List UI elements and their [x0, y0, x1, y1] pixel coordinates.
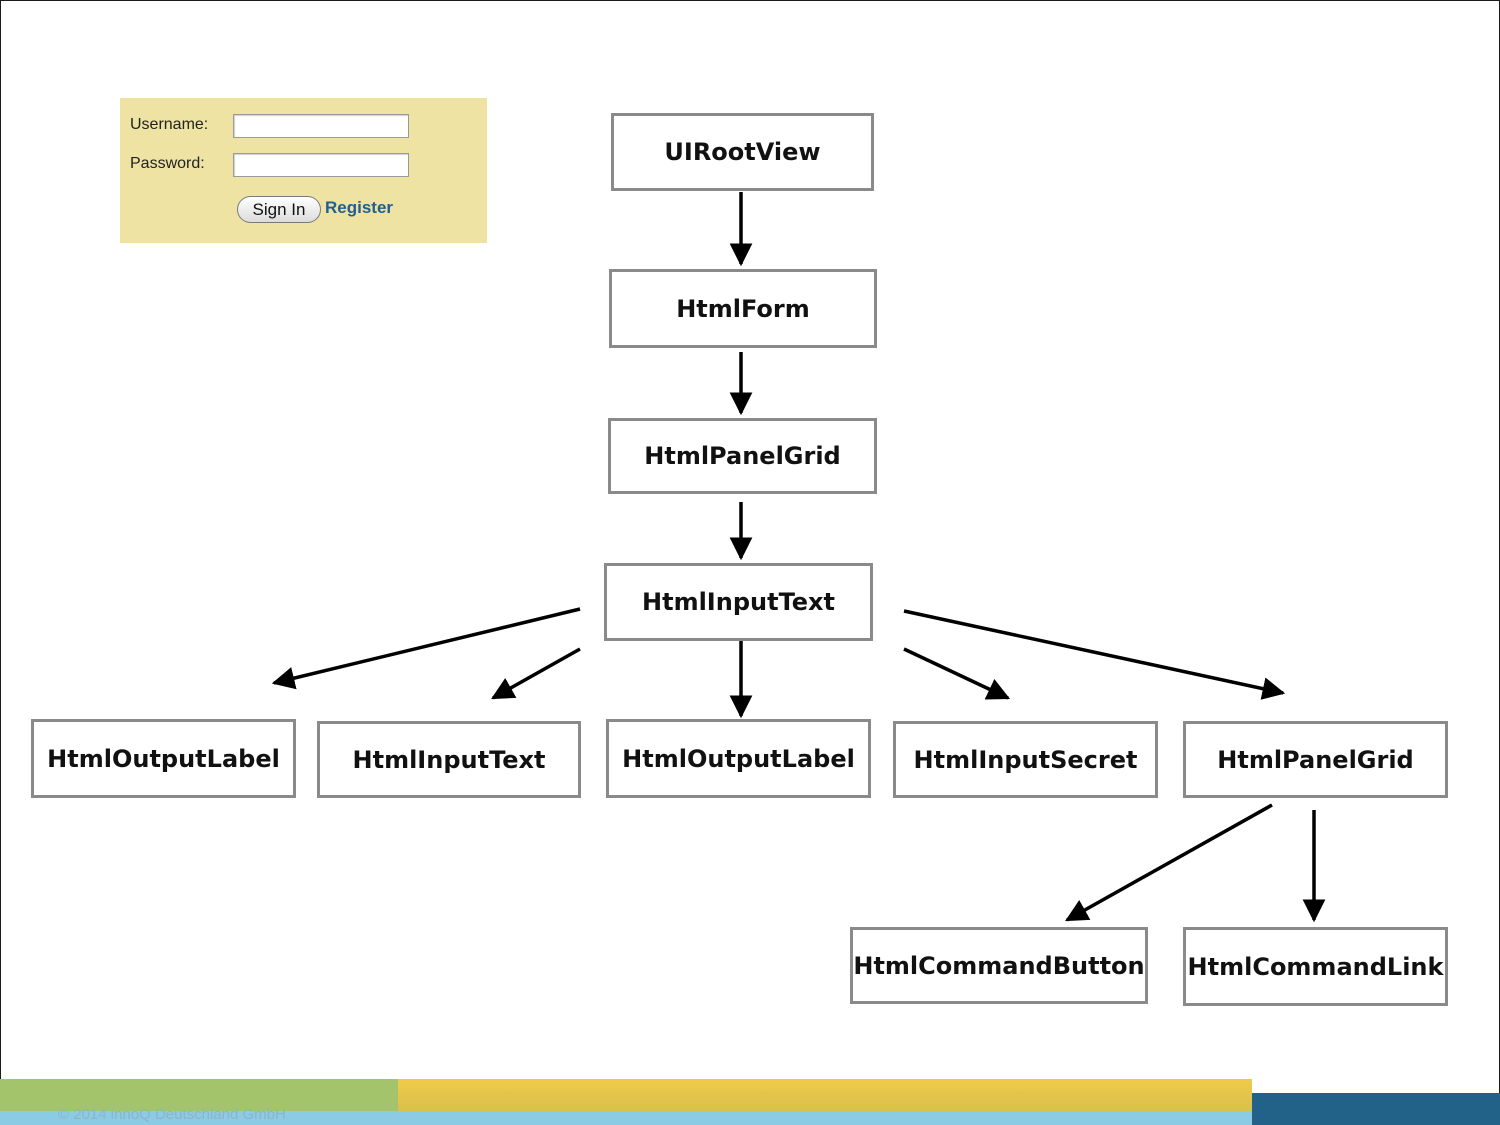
password-field[interactable] [233, 153, 409, 177]
edge-panel-grid-child-command-button [1065, 803, 1273, 922]
register-link[interactable]: Register [325, 198, 394, 217]
footer-bar-darkblue [1252, 1093, 1500, 1125]
node-htmlform: HtmlForm [609, 269, 877, 348]
node-htmlpanelgrid-child: HtmlPanelGrid [1183, 721, 1448, 798]
node-htmlinputtext-child: HtmlInputText [317, 721, 581, 798]
copyright-text: © 2014 innoQ Deutschland GmbH [58, 1106, 286, 1123]
node-htmlpanelgrid: HtmlPanelGrid [608, 418, 877, 494]
footer-bar-lightblue [0, 1111, 1252, 1125]
username-field[interactable] [233, 114, 409, 138]
footer-bar-green [0, 1079, 398, 1112]
node-htmlcommandlink: HtmlCommandLink [1183, 927, 1448, 1006]
password-label: Password: [130, 155, 205, 172]
node-htmlcommandbutton: HtmlCommandButton [850, 927, 1148, 1004]
sign-in-button[interactable]: Sign In [237, 196, 321, 223]
node-htmloutputlabel-2: HtmlOutputLabel [606, 719, 871, 798]
node-htmlinputsecret: HtmlInputSecret [893, 721, 1158, 798]
node-htmlinputtext-parent: HtmlInputText [604, 563, 873, 641]
edge-input-text-input-text-child [491, 647, 581, 700]
edge-input-text-output-label-1 [271, 607, 581, 690]
node-htmloutputlabel-1: HtmlOutputLabel [31, 719, 296, 798]
footer-bar-yellow [398, 1079, 1252, 1112]
edge-input-text-input-secret [903, 647, 1011, 700]
node-uirootview: UIRootView [611, 113, 874, 191]
edge-input-text-panel-grid-child [903, 609, 1286, 700]
username-label: Username: [130, 116, 209, 133]
login-form: Username: Password: Sign In Register [120, 98, 487, 243]
